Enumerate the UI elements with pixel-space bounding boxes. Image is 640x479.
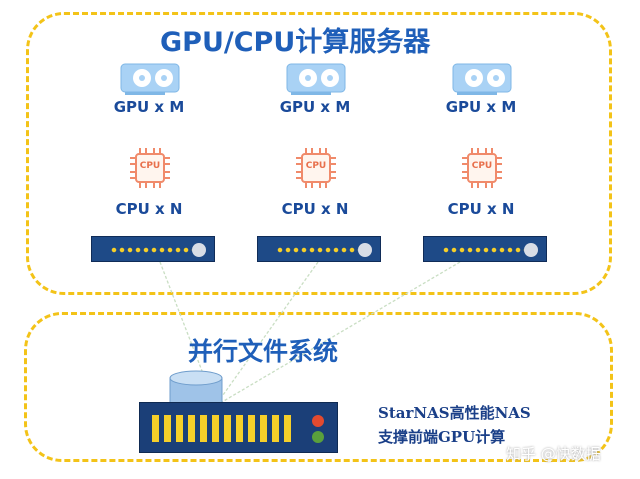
cpu-count-label: CPU x N [447,200,515,218]
server-led-row [110,247,192,253]
drive-slot [188,415,195,442]
drive-slot [260,415,267,442]
server-rack-2 [257,236,381,262]
drive-slot [164,415,171,442]
compute-node-2: GPU x M CPU CPU x N [256,58,386,268]
power-knob-icon [192,243,206,257]
compute-node-3: GPU x M CPU CPU x N [422,58,552,268]
drive-slot [284,415,291,442]
watermark-text: 知乎 @快数据 [506,445,601,463]
server-rack-1 [91,236,215,262]
gpu-card-icon [286,63,346,95]
cpu-chip-icon [462,148,502,188]
cpu-chip-icon [296,148,336,188]
nas-caption-line-2: 支撑前端GPU计算 [378,428,506,446]
gpu-count-label: GPU x M [445,98,517,116]
compute-node-1: GPU x M CPU CPU x N [90,58,220,268]
status-light-red-icon [312,415,324,427]
nas-storage-array [139,402,338,453]
drive-slot [152,415,159,442]
drive-slot [176,415,183,442]
gpu-count-label: GPU x M [279,98,351,116]
gpu-card-icon [452,63,512,95]
server-led-row [442,247,524,253]
nas-storage-icon [169,370,223,408]
power-knob-icon [524,243,538,257]
filesystem-group-title: 并行文件系统 [188,337,339,366]
parallel-filesystem-group [24,312,613,462]
server-led-row [276,247,358,253]
link-line-middle [217,261,319,403]
nas-caption-line-1: StarNAS高性能NAS [378,404,531,422]
cpu-count-label: CPU x N [281,200,349,218]
server-rack-3 [423,236,547,262]
status-light-green-icon [312,431,324,443]
cpu-chip-text: CPU [471,161,493,171]
drive-slot [236,415,243,442]
gpu-card-icon [120,63,180,95]
cpu-chip-icon [130,148,170,188]
link-line-right [221,261,461,403]
gpu-count-label: GPU x M [113,98,185,116]
cpu-chip-text: CPU [139,161,161,171]
drive-slot [248,415,255,442]
power-knob-icon [358,243,372,257]
cpu-count-label: CPU x N [115,200,183,218]
drive-slot [224,415,231,442]
compute-group-title: GPU/CPU计算服务器 [160,27,431,58]
drive-slot [272,415,279,442]
compute-servers-group [26,12,612,295]
cpu-chip-text: CPU [305,161,327,171]
drive-slot [212,415,219,442]
drive-slot [200,415,207,442]
